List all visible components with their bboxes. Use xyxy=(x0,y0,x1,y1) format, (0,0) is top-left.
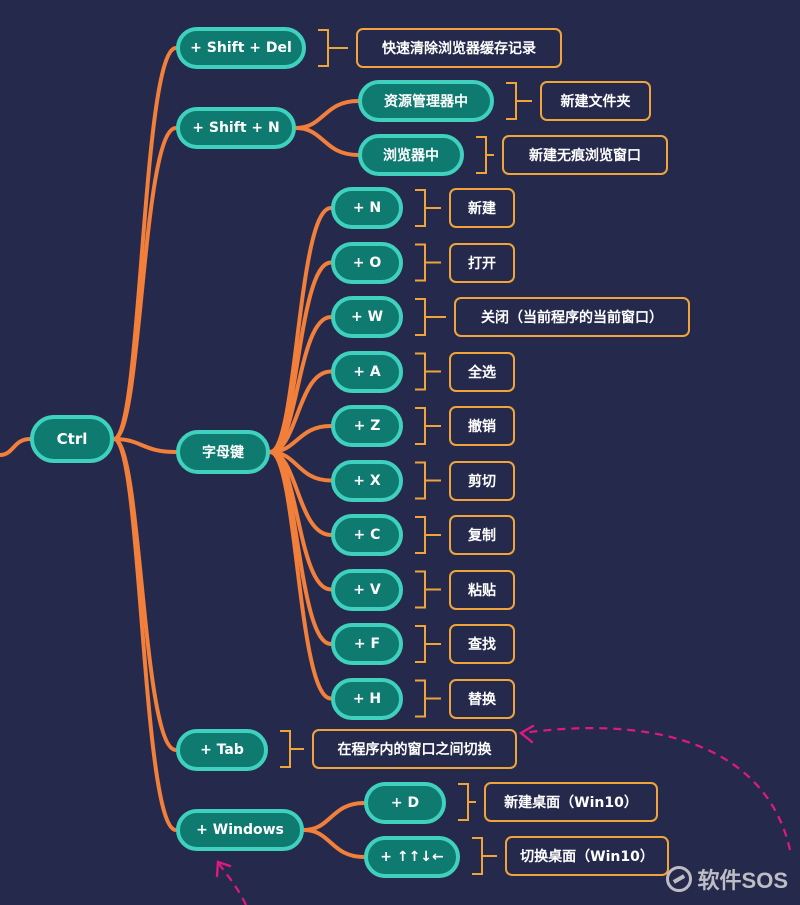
leaf-z: 撤销 xyxy=(449,406,515,446)
bracket-h xyxy=(415,679,441,718)
bracket-explorer xyxy=(506,82,532,120)
bracket-v xyxy=(415,570,441,609)
leaf-explorer: 新建文件夹 xyxy=(540,81,651,121)
bracket-c xyxy=(415,516,441,554)
leaf-arrows: 切换桌面（Win10） xyxy=(505,836,669,876)
swirl-logo-icon xyxy=(665,866,692,892)
connector-letters-o xyxy=(268,260,333,454)
leaf-v: 粘贴 xyxy=(449,569,515,610)
branch-node-shift-n[interactable]: + Shift + N xyxy=(176,107,296,149)
connector-shift-n-explorer xyxy=(294,99,360,130)
watermark-text: 软件SOS xyxy=(697,868,788,893)
branch-node-tab[interactable]: + Tab xyxy=(176,729,268,771)
leaf-d: 新建桌面（Win10） xyxy=(484,782,658,822)
branch-node-letters[interactable]: 字母键 xyxy=(176,430,270,474)
connector-offscreen-ctrl xyxy=(0,437,32,457)
sub-node-w[interactable]: + W xyxy=(331,296,403,338)
leaf-x: 剪切 xyxy=(449,460,515,501)
watermark: 软件SOS xyxy=(665,863,788,895)
sub-node-explorer[interactable]: 资源管理器中 xyxy=(358,80,494,122)
connector-ctrl-tab xyxy=(112,437,178,752)
connector-windows-arrows xyxy=(302,828,366,859)
sub-node-arrows[interactable]: + ↑↑↓← xyxy=(364,836,460,878)
leaf-o: 打开 xyxy=(449,242,515,283)
bracket-n xyxy=(415,189,441,227)
bracket-x xyxy=(415,461,441,500)
bracket-f xyxy=(415,625,441,663)
connector-letters-n xyxy=(268,206,333,454)
connector-letters-h xyxy=(268,450,333,701)
leaf-n: 新建 xyxy=(449,188,515,228)
sub-node-n[interactable]: + N xyxy=(331,187,403,229)
connector-shift-n-browser xyxy=(294,126,360,157)
sub-node-z[interactable]: + Z xyxy=(331,405,403,447)
connector-windows-d xyxy=(302,801,366,832)
connector-ctrl-letters xyxy=(112,437,178,454)
dashed-arrow-to-tab xyxy=(521,727,792,851)
connector-letters-a xyxy=(268,369,333,454)
bracket-browser xyxy=(476,136,494,174)
sub-node-o[interactable]: + O xyxy=(331,241,403,284)
bracket-tab xyxy=(280,730,304,768)
leaf-a: 全选 xyxy=(449,351,515,392)
bracket-shift-del xyxy=(318,29,348,67)
leaf-shift-del: 快速清除浏览器缓存记录 xyxy=(356,28,562,68)
branch-node-windows[interactable]: + Windows xyxy=(176,809,304,851)
branch-node-shift-del[interactable]: + Shift + Del xyxy=(176,27,306,69)
connector-ctrl-windows xyxy=(112,437,178,832)
bracket-d xyxy=(458,783,476,821)
dashed-arrow-to-windows xyxy=(218,863,247,905)
sub-node-d[interactable]: + D xyxy=(364,782,446,824)
leaf-h: 替换 xyxy=(449,678,515,719)
sub-node-f[interactable]: + F xyxy=(331,623,403,665)
leaf-browser: 新建无痕浏览窗口 xyxy=(502,135,668,175)
sub-node-v[interactable]: + V xyxy=(331,568,403,611)
sub-node-a[interactable]: + A xyxy=(331,350,403,393)
sub-node-x[interactable]: + X xyxy=(331,459,403,502)
connector-ctrl-shift-n xyxy=(112,126,178,441)
root-node-ctrl[interactable]: Ctrl xyxy=(30,415,114,463)
leaf-w: 关闭（当前程序的当前窗口） xyxy=(454,297,690,337)
leaf-c: 复制 xyxy=(449,515,515,555)
dashed-arrow-to-windows-head xyxy=(215,860,232,878)
bracket-w xyxy=(415,298,446,336)
sub-node-c[interactable]: + C xyxy=(331,514,403,556)
dashed-arrow-to-tab-head xyxy=(518,724,535,744)
leaf-tab: 在程序内的窗口之间切换 xyxy=(312,729,517,769)
bracket-arrows xyxy=(472,837,497,875)
bracket-z xyxy=(415,407,441,445)
leaf-f: 查找 xyxy=(449,624,515,664)
bracket-a xyxy=(415,352,441,391)
sub-node-browser[interactable]: 浏览器中 xyxy=(358,134,464,176)
sub-node-h[interactable]: + H xyxy=(331,677,403,720)
bracket-o xyxy=(415,243,441,282)
